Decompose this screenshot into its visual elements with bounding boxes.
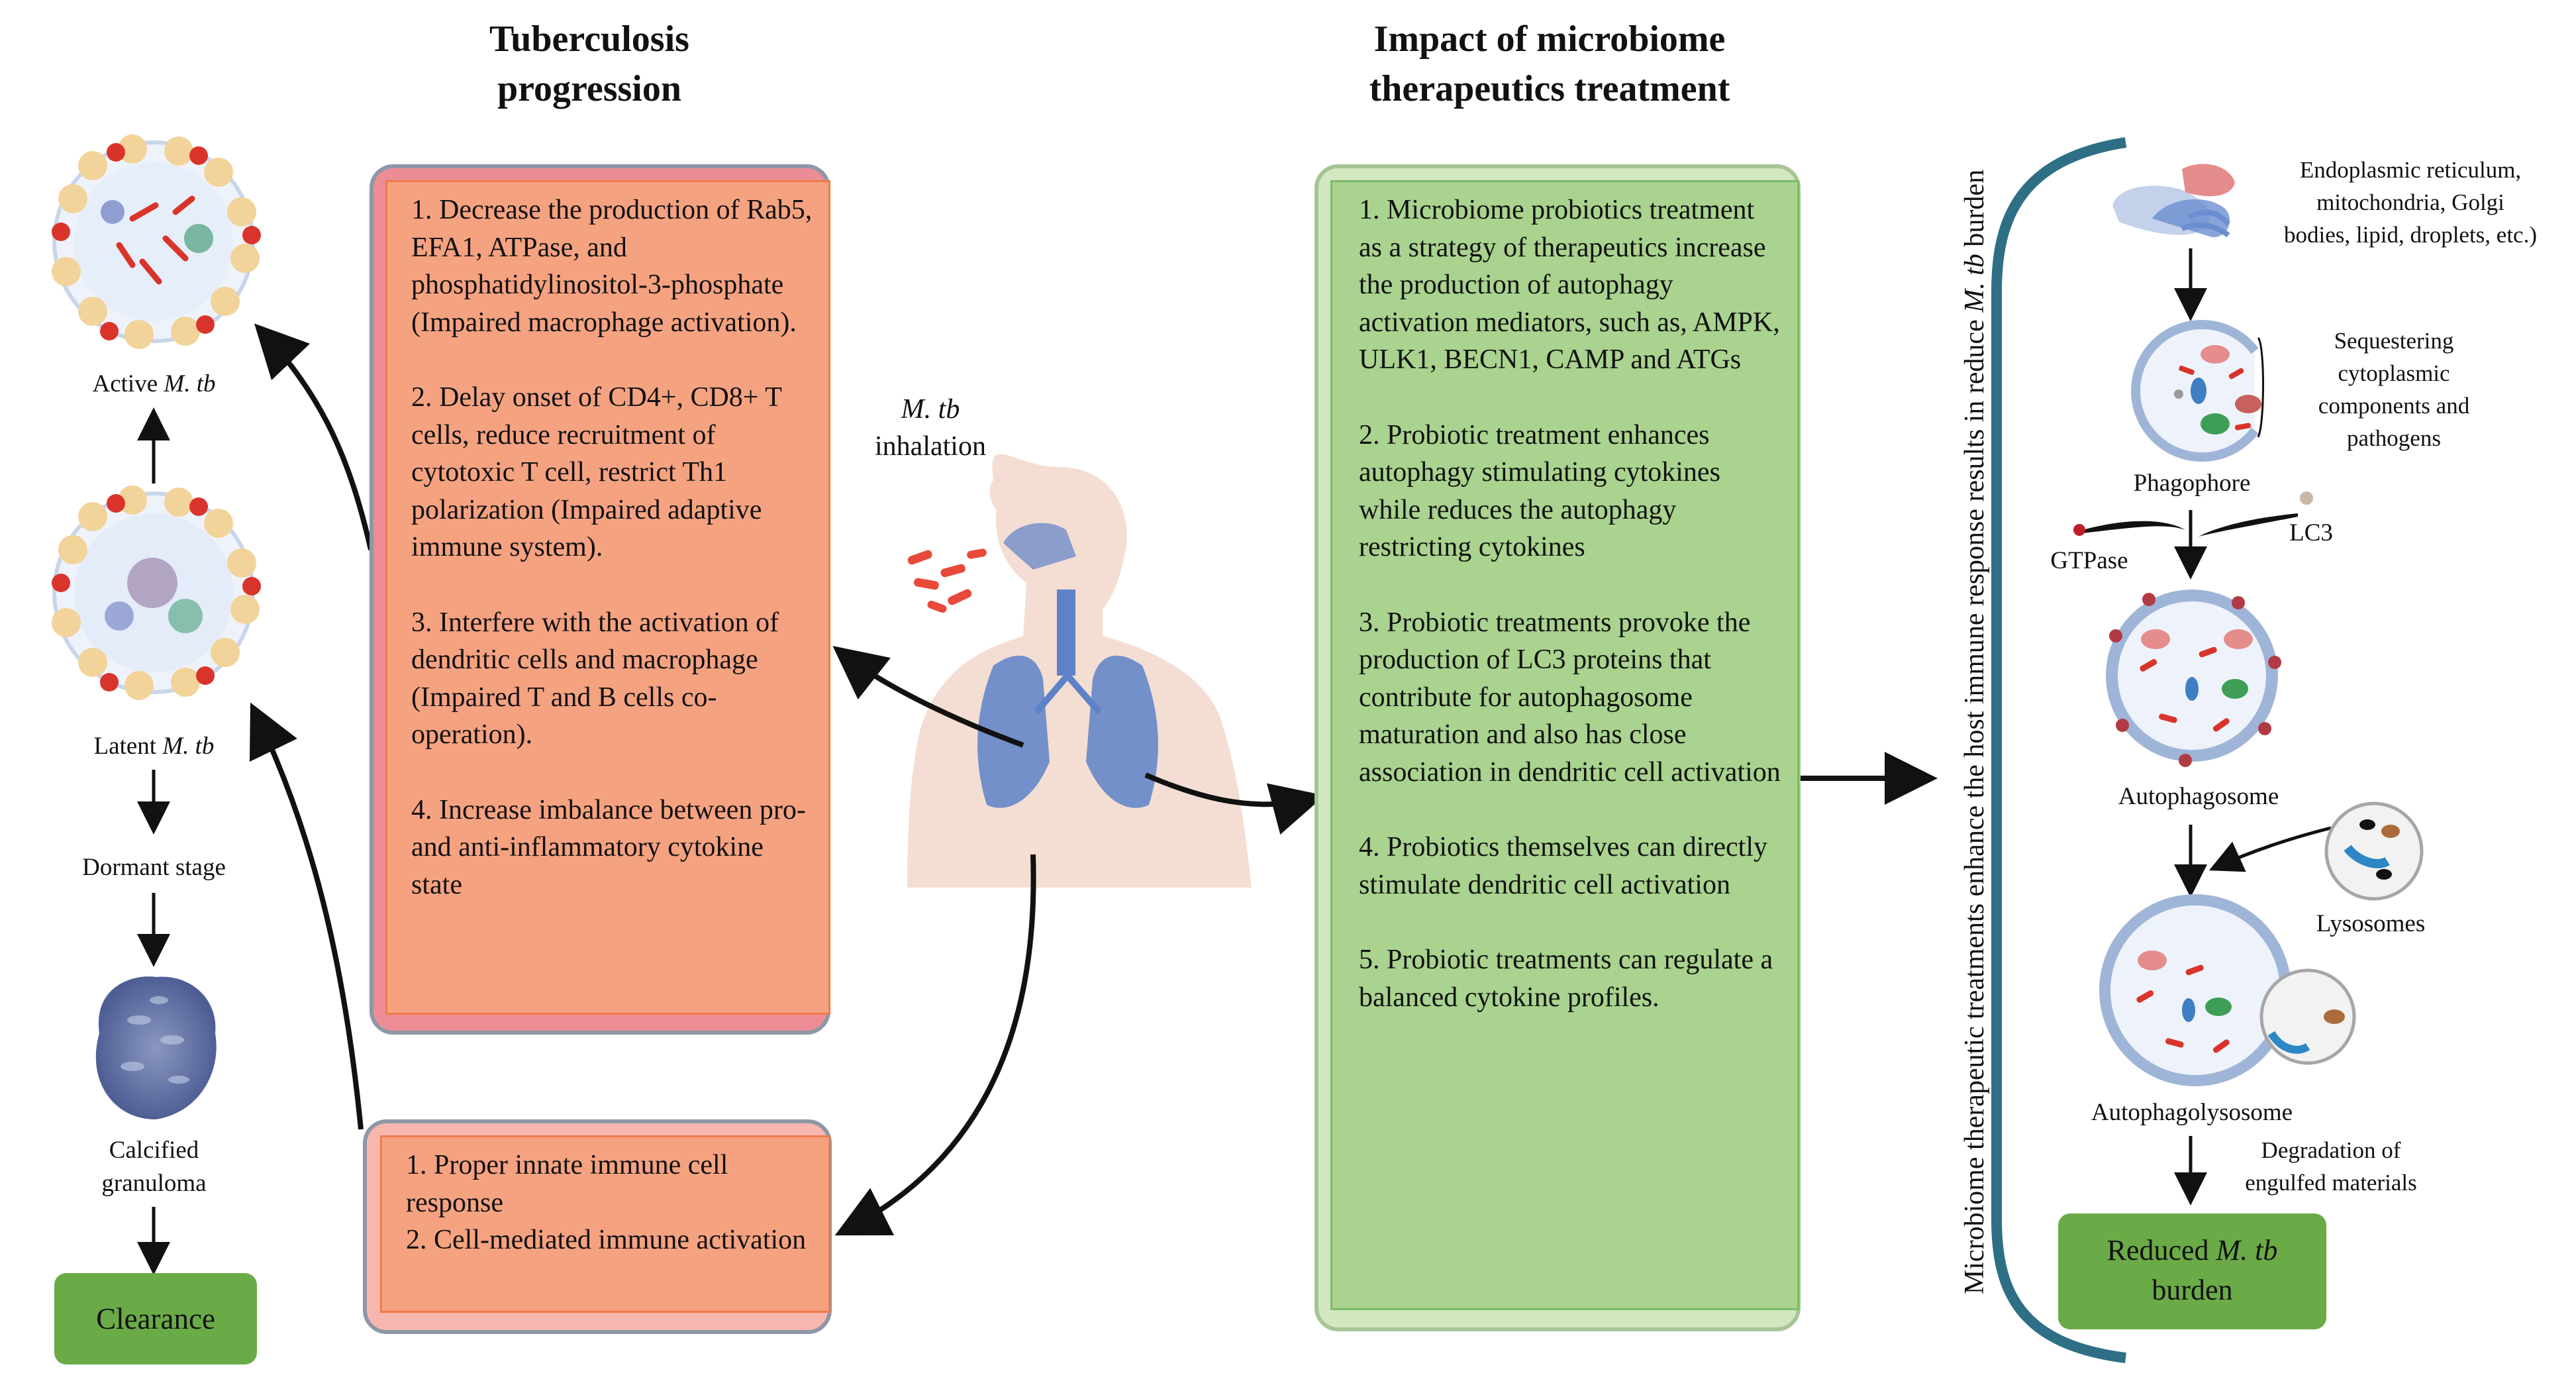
box-to-granuloma-arrows — [249, 323, 373, 1130]
dormant-stage-label: Dormant stage — [82, 854, 226, 881]
lysosomes-label: Lysosomes — [2316, 910, 2426, 937]
body-arrows — [832, 646, 1938, 1236]
autophagolysosome-icon — [2099, 894, 2356, 1086]
autophagolysosome-label: Autophagolysosome — [2091, 1099, 2293, 1126]
microbiome-impact-title: Impact of microbiome therapeutics treatm… — [1369, 19, 1730, 109]
active-mtb-label: Active M. tb — [92, 370, 216, 397]
phagophore-icon — [2131, 320, 2264, 462]
bracket — [1991, 137, 2127, 1363]
organelles-icon — [2112, 164, 2235, 238]
calcified-granuloma-label: Calcified granuloma — [101, 1137, 207, 1197]
degradation-label: Degradation of engulfed materials — [2245, 1137, 2417, 1196]
clearance-factor-2: 2. Cell-mediated immune activation — [406, 1225, 807, 1255]
calcified-granuloma-icon — [95, 976, 217, 1119]
autophagosome-label: Autophagosome — [2118, 783, 2279, 810]
autophagy-arrows — [2174, 248, 2332, 1206]
microbiome-item-3: 3. Probiotic treatments provoke the prod… — [1359, 607, 1781, 788]
mtb-inhalation-label: M. tb inhalation — [875, 394, 986, 462]
tb-progression-item-2: 2. Delay onset of CD4+, CD8+ T cells, re… — [411, 382, 782, 562]
microbiome-impact-box: 1. Microbiome probiotics treatment as a … — [1314, 164, 1801, 1331]
tb-progression-item-1: 1. Decrease the production of Rab5, EFA1… — [411, 195, 813, 338]
clearance-factors-box-inner: 1. Proper innate immune cell response 2.… — [380, 1135, 830, 1313]
microbiome-item-2: 2. Probiotic treatment enhances autophag… — [1359, 419, 1720, 563]
clearance-badge: Clearance — [54, 1273, 257, 1364]
latent-granuloma-icon — [52, 486, 261, 700]
inhaled-bacteria-icon — [907, 548, 987, 613]
tb-progression-box-inner: 1. Decrease the production of Rab5, EFA1… — [385, 180, 830, 1015]
active-granuloma-icon — [52, 134, 261, 349]
tb-progression-title: Tuberculosis progression — [489, 19, 689, 109]
latent-mtb-label: Latent M. tb — [93, 733, 215, 760]
tb-progression-item-4: 4. Increase imbalance between pro- and a… — [411, 794, 806, 900]
microbiome-impact-box-inner: 1. Microbiome probiotics treatment as a … — [1330, 180, 1799, 1310]
gtpase-lc3-feeders — [2073, 491, 2313, 537]
microbiome-item-5: 5. Probiotic treatments can regulate a b… — [1359, 945, 1773, 1013]
phagophore-label: Phagophore — [2133, 470, 2251, 497]
organelles-label: Endoplasmic reticulum, mitochondria, Gol… — [2283, 157, 2537, 248]
gtpase-label: GTPase — [2050, 547, 2128, 574]
lysosome-icon — [2324, 801, 2424, 901]
vertical-summary-label: Microbiome therapeutic treatments enhanc… — [1959, 169, 1990, 1295]
reduced-mtb-burden-badge: Reduced M. tb burden — [2058, 1213, 2326, 1329]
microbiome-item-4: 4. Probiotics themselves can directly st… — [1359, 832, 1768, 900]
human-body-icon — [907, 454, 1252, 888]
clearance-factors-box: 1. Proper innate immune cell response 2.… — [363, 1119, 832, 1334]
tb-progression-box: 1. Decrease the production of Rab5, EFA1… — [370, 164, 830, 1035]
sequestering-label: Sequestering cytoplasmic components and … — [2318, 328, 2470, 451]
lc3-label: LC3 — [2289, 519, 2333, 546]
autophagosome-icon — [2106, 590, 2281, 767]
clearance-factor-1: 1. Proper innate immune cell response — [406, 1150, 728, 1218]
tb-progression-item-3: 3. Interfere with the activation of dend… — [411, 607, 779, 750]
microbiome-item-1: 1. Microbiome probiotics treatment as a … — [1359, 195, 1780, 375]
